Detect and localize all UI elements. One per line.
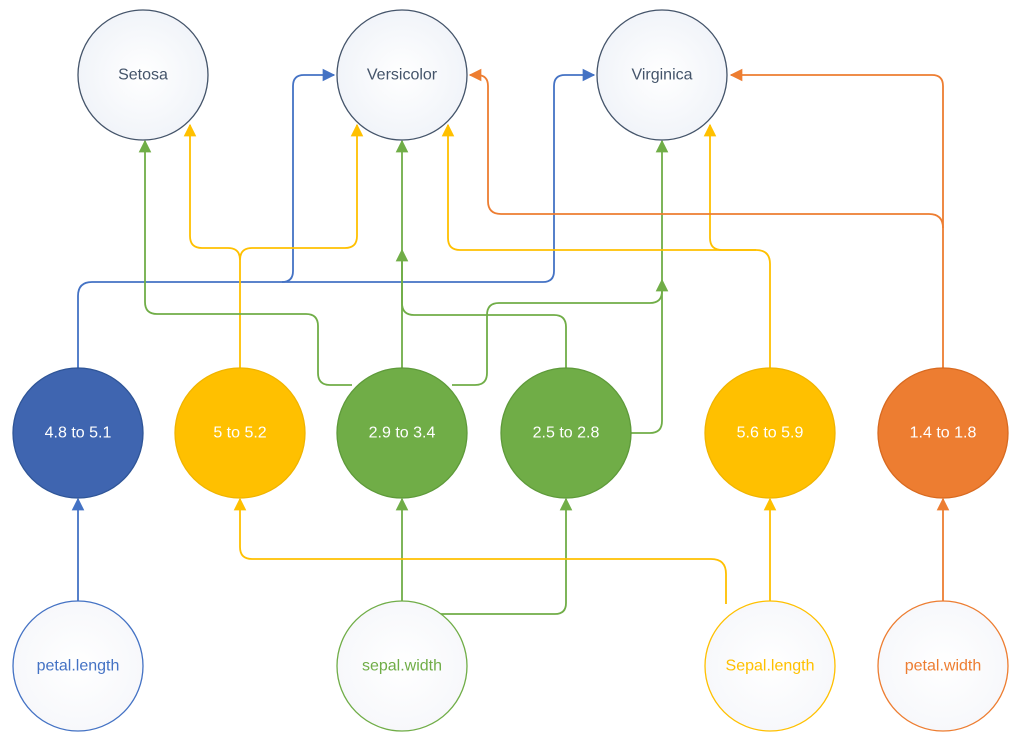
bin-node-sepal-width-b-label: 2.5 to 2.8	[533, 425, 600, 442]
feature-node-sepal-length-label: Sepal.length	[726, 658, 815, 675]
class-node-virginica-circle	[596, 9, 728, 141]
bin-node-sepal-length-b-circle	[704, 367, 836, 499]
edge-bin-petal-width-to-virginica	[729, 68, 944, 368]
edge-sepal-length-to-bin-a	[233, 497, 727, 604]
edge-bin-sepal-width-a-to-virginica	[452, 139, 669, 386]
feature-node-petal-length-label: petal.length	[37, 658, 120, 675]
bin-node-petal-length-circle	[12, 367, 144, 499]
feature-node-petal-width-label: petal.width	[905, 658, 982, 675]
feature-nodes: petal.length sepal.width Sepal.length pe…	[12, 600, 1009, 732]
bin-node-sepal-length-b[interactable]: 5.6 to 5.9	[704, 367, 836, 499]
bin-node-petal-length[interactable]: 4.8 to 5.1	[12, 367, 144, 499]
bin-node-sepal-width-a-circle	[336, 367, 468, 499]
bin-node-sepal-width-b-circle	[500, 367, 632, 499]
feature-node-sepal-width-label: sepal.width	[362, 658, 442, 675]
bin-nodes: 4.8 to 5.1 5 to 5.2 2.9 to 3.4 2.5 to 2.…	[12, 367, 1009, 499]
feature-node-sepal-width-circle	[336, 600, 468, 732]
class-node-versicolor-label: Versicolor	[367, 67, 438, 84]
edge-bin-sepal-width-a-to-setosa	[138, 139, 352, 386]
bin-node-sepal-length-b-label: 5.6 to 5.9	[737, 425, 804, 442]
feature-node-sepal-length[interactable]: Sepal.length	[704, 600, 836, 732]
edge-bin-petal-length-to-virginica	[282, 68, 596, 283]
feature-node-sepal-width[interactable]: sepal.width	[336, 600, 468, 732]
class-nodes: Setosa Versicolor Virginica	[77, 9, 728, 141]
class-node-versicolor[interactable]: Versicolor	[336, 9, 468, 141]
class-node-virginica[interactable]: Virginica	[596, 9, 728, 141]
bin-node-sepal-width-a-label: 2.9 to 3.4	[369, 425, 436, 442]
bin-node-petal-length-label: 4.8 to 5.1	[45, 425, 112, 442]
class-node-setosa[interactable]: Setosa	[77, 9, 209, 141]
feature-node-petal-length-circle	[12, 600, 144, 732]
bin-node-sepal-width-b[interactable]: 2.5 to 2.8	[500, 367, 632, 499]
bin-node-sepal-length-a[interactable]: 5 to 5.2	[174, 367, 306, 499]
edge-bin-sepal-length-a-to-versicolor	[239, 123, 364, 261]
edge-bin-sepal-width-b-to-versicolor	[395, 248, 567, 368]
edge-bin-sepal-length-b-to-versicolor	[441, 123, 771, 368]
bin-node-petal-width[interactable]: 1.4 to 1.8	[877, 367, 1009, 499]
edge-bin-petal-width-to-versicolor	[468, 68, 944, 229]
class-node-setosa-circle	[77, 9, 209, 141]
edge-bin-sepal-length-b-to-virginica	[703, 123, 756, 251]
feature-node-petal-length[interactable]: petal.length	[12, 600, 144, 732]
class-node-setosa-label: Setosa	[118, 67, 168, 84]
edge-bin-sepal-width-b-to-virginica	[616, 278, 669, 434]
feature-node-sepal-length-circle	[704, 600, 836, 732]
feature-node-petal-width[interactable]: petal.width	[877, 600, 1009, 732]
bin-node-sepal-length-a-label: 5 to 5.2	[213, 425, 266, 442]
feature-node-petal-width-circle	[877, 600, 1009, 732]
edge-bin-sepal-length-a-to-setosa	[183, 123, 241, 368]
edge-bin-petal-length-to-versicolor	[77, 68, 336, 368]
bin-node-sepal-width-a[interactable]: 2.9 to 3.4	[336, 367, 468, 499]
class-node-virginica-label: Virginica	[631, 67, 692, 84]
bin-node-sepal-length-a-circle	[174, 367, 306, 499]
class-node-versicolor-circle	[336, 9, 468, 141]
edges	[71, 68, 950, 615]
edge-sepal-width-to-bin-b	[402, 497, 573, 615]
bin-node-petal-width-label: 1.4 to 1.8	[910, 425, 977, 442]
bin-node-petal-width-circle	[877, 367, 1009, 499]
